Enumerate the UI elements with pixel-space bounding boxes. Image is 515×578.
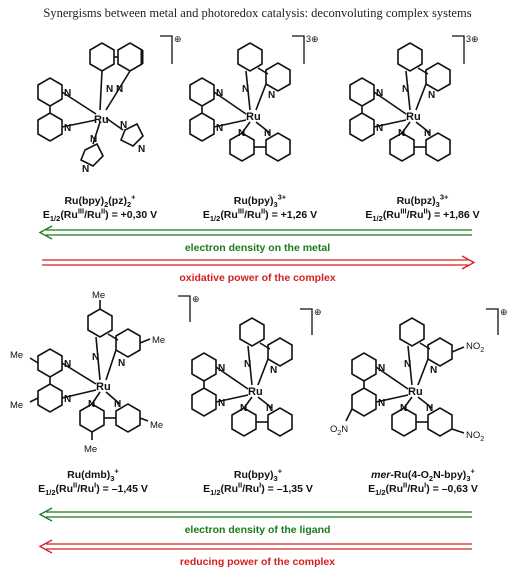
structure-ru-bpy3-2plus: N N N N N N Ru 3⊕ xyxy=(189,34,319,162)
charge-label: ⊕ xyxy=(192,294,200,304)
atom-ru: Ru xyxy=(406,111,421,123)
atom-n: N xyxy=(120,120,127,131)
complex-name: Ru(bpz)33+ xyxy=(396,192,449,210)
atom-ru: Ru xyxy=(94,114,109,126)
atom-n: N xyxy=(424,128,431,139)
complex-name: Ru(dmb)3+ xyxy=(67,466,119,484)
atom-n: N xyxy=(378,363,385,374)
arrow-label-oxidative-power: oxidative power of the complex xyxy=(179,272,336,284)
atom-n: N xyxy=(402,84,409,95)
atom-n: N xyxy=(216,88,223,99)
charge-label: 3⊕ xyxy=(466,34,479,44)
complex-name: Ru(bpy)3+ xyxy=(233,466,283,484)
methyl-label: Me xyxy=(152,335,165,346)
complex-name: Ru(bpy)33+ xyxy=(233,192,287,210)
atom-n: N xyxy=(430,365,437,376)
methyl-label: Me xyxy=(84,444,97,455)
atom-n: N xyxy=(400,403,407,414)
structure-mer-ru-no2-bpy3: NO2 NO2 O2N N N N N N N Ru ⊕ xyxy=(330,307,508,443)
caption-complex-3: Ru(bpz)33+ E1/2(RuIII/RuII) = +1,86 V xyxy=(340,192,505,224)
atom-n: N xyxy=(64,394,71,405)
figure-title: Synergisms between metal and photoredox … xyxy=(43,6,472,20)
atom-n: N xyxy=(82,164,89,175)
atom-n: N xyxy=(116,84,123,95)
structure-ru-bpy2-pz2: N N N N N N N N Ru ⊕ xyxy=(37,34,182,175)
atom-n: N xyxy=(376,88,383,99)
atom-n: N xyxy=(428,90,435,101)
arrow-label-ligand-density: electron density of the ligand xyxy=(184,524,331,536)
atom-ru: Ru xyxy=(408,386,423,398)
redox-potential: E1/2(RuIII/RuII) = +1,26 V xyxy=(202,206,318,224)
arrow-green-left-row2 xyxy=(38,507,472,522)
nitro-label: NO2 xyxy=(466,430,484,443)
charge-label: ⊕ xyxy=(500,307,508,317)
arrow-green-left-row1 xyxy=(38,225,472,240)
atom-n: N xyxy=(218,398,225,409)
methyl-label: Me xyxy=(10,350,23,361)
atom-n: N xyxy=(64,88,71,99)
atom-n: N xyxy=(404,359,411,370)
arrow-label-metal-density: electron density on the metal xyxy=(184,242,331,254)
atom-n: N xyxy=(64,359,71,370)
nitro-label: NO2 xyxy=(466,341,484,354)
atom-n: N xyxy=(90,134,97,145)
atom-n: N xyxy=(398,128,405,139)
atom-n: N xyxy=(238,128,245,139)
atom-n: N xyxy=(264,128,271,139)
atom-n: N xyxy=(114,399,121,410)
atom-n: N xyxy=(106,84,113,95)
atom-n: N xyxy=(244,359,251,370)
charge-label: ⊕ xyxy=(314,307,322,317)
atom-n: N xyxy=(266,403,273,414)
nitro-label: O2N xyxy=(330,424,348,437)
arrow-red-right-row1 xyxy=(42,255,476,270)
caption-complex-5: Ru(bpy)3+ E1/2(RuII/RuI) = –1,35 V xyxy=(178,466,338,498)
atom-n: N xyxy=(218,363,225,374)
atom-n: N xyxy=(270,365,277,376)
methyl-label: Me xyxy=(10,400,23,411)
arrow-label-reducing-power: reducing power of the complex xyxy=(179,556,336,568)
atom-n: N xyxy=(92,352,99,363)
atom-n: N xyxy=(216,123,223,134)
redox-potential: E1/2(RuIII/RuII) = +1,86 V xyxy=(365,206,480,224)
atom-n: N xyxy=(268,90,275,101)
caption-complex-6: mer-Ru(4-O2N-bpy)3+ E1/2(RuII/RuI) = –0,… xyxy=(338,466,508,498)
structure-ru-bpy3-plus: N N N N N N Ru ⊕ xyxy=(191,307,322,437)
atom-n: N xyxy=(376,123,383,134)
redox-potential: E1/2(RuII/RuI) = –1,45 V xyxy=(38,480,148,498)
methyl-label: Me xyxy=(92,290,105,301)
atom-n: N xyxy=(88,399,95,410)
atom-ru: Ru xyxy=(248,386,263,398)
complex-name: mer-Ru(4-O2N-bpy)3+ xyxy=(371,466,475,484)
methyl-label: Me xyxy=(150,420,163,431)
atom-n: N xyxy=(378,398,385,409)
atom-n: N xyxy=(242,84,249,95)
atom-ru: Ru xyxy=(246,111,261,123)
atom-n: N xyxy=(426,403,433,414)
atom-n: N xyxy=(118,358,125,369)
caption-complex-4: Ru(dmb)3+ E1/2(RuII/RuI) = –1,45 V xyxy=(8,466,178,498)
caption-complex-1: Ru(bpy)2(pz)2+ E1/2(RuIII/RuII) = +0,30 … xyxy=(20,192,180,224)
complex-name: Ru(bpy)2(pz)2+ xyxy=(64,192,136,210)
atom-n: N xyxy=(240,403,247,414)
redox-potential: E1/2(RuII/RuI) = –1,35 V xyxy=(203,480,313,498)
structure-ru-bpz3: N N N N N N Ru 3⊕ xyxy=(349,34,479,162)
structure-ru-dmb3: Me Me Me Me Me Me N N N N N N Ru ⊕ xyxy=(10,290,200,455)
redox-potential: E1/2(RuIII/RuII) = +0,30 V xyxy=(42,206,158,224)
charge-label: 3⊕ xyxy=(306,34,319,44)
atom-n: N xyxy=(64,123,71,134)
caption-complex-2: Ru(bpy)33+ E1/2(RuIII/RuII) = +1,26 V xyxy=(180,192,340,224)
arrow-red-left-row2 xyxy=(38,539,472,554)
atom-ru: Ru xyxy=(96,381,111,393)
charge-label: ⊕ xyxy=(174,34,182,44)
redox-potential: E1/2(RuII/RuI) = –0,63 V xyxy=(368,480,478,498)
atom-n: N xyxy=(138,144,145,155)
